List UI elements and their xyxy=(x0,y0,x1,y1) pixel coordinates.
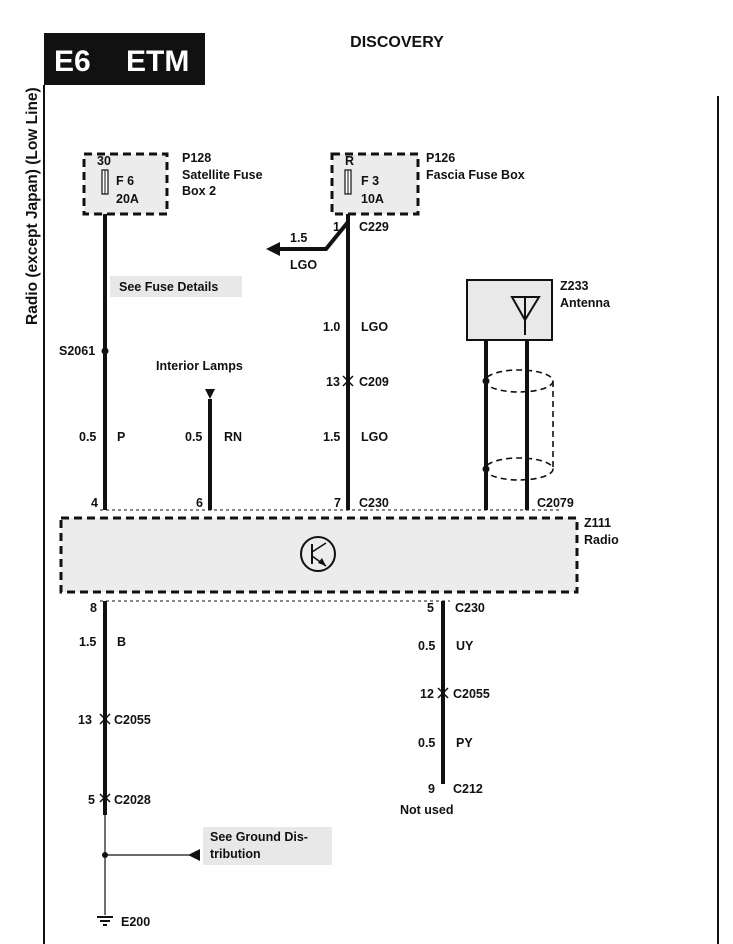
diagram-code: E6 xyxy=(54,45,91,78)
wire-color: RN xyxy=(224,430,242,444)
wire-color: PY xyxy=(456,736,473,750)
arrow-left-icon xyxy=(188,849,200,861)
fuse-box-p128: 30 F 6 20A P128 Satellite Fuse Box 2 xyxy=(82,151,263,216)
splice-dot xyxy=(101,347,109,355)
side-title: Radio (except Japan) (Low Line) xyxy=(24,87,41,325)
fuse-box-name-line1: Satellite Fuse xyxy=(182,168,263,182)
wire-size: 1.0 xyxy=(323,320,340,334)
splice-label: S2061 xyxy=(59,344,95,358)
wire-color: LGO xyxy=(290,258,317,272)
wire-size: 0.5 xyxy=(418,639,435,653)
wire-size: 1.5 xyxy=(79,635,96,649)
fuse-box-name-line2: Box 2 xyxy=(182,184,216,198)
ground-note-line1: See Ground Dis- xyxy=(210,830,308,844)
wire-color: UY xyxy=(456,639,474,653)
wire-size: 1.5 xyxy=(323,430,340,444)
ground-ref: E200 xyxy=(121,915,150,929)
connector-label: C229 xyxy=(359,220,389,234)
fuse-box-name: Fascia Fuse Box xyxy=(426,168,525,182)
arrow-icon xyxy=(205,389,215,399)
wire-size: 0.5 xyxy=(418,736,435,750)
radio-ref: Z111 xyxy=(584,516,611,530)
antenna-component: Z233 Antenna xyxy=(466,279,611,341)
ground-note-box xyxy=(203,827,332,865)
pin-number: 13 xyxy=(78,713,92,727)
ground-note-line2: tribution xyxy=(210,847,261,861)
arrow-left-icon xyxy=(266,242,280,256)
header-block xyxy=(44,33,205,85)
wire-size: 0.5 xyxy=(79,430,96,444)
connector-label: C212 xyxy=(453,782,483,796)
fuse-details-note-box xyxy=(110,276,242,297)
connector-label: C209 xyxy=(359,375,389,389)
coax-shield-icon xyxy=(482,369,554,481)
pin-number: 7 xyxy=(334,496,341,510)
wire-lgo-branch xyxy=(278,220,350,251)
connector-icon xyxy=(437,687,449,699)
pin-number: 5 xyxy=(427,601,434,615)
pin-number: 8 xyxy=(90,601,97,615)
connector-label: C2079 xyxy=(537,496,574,510)
wire-color: P xyxy=(117,430,125,444)
radio-name: Radio xyxy=(584,533,619,547)
fuse-terminal: R xyxy=(345,154,354,168)
not-used-label: Not used xyxy=(400,803,453,817)
fuse-details-note: See Fuse Details xyxy=(119,280,218,294)
transistor-icon xyxy=(300,536,336,572)
pin-number: 5 xyxy=(88,793,95,807)
connector-label: C230 xyxy=(359,496,389,510)
connector-label: C2055 xyxy=(453,687,490,701)
wire-color: LGO xyxy=(361,320,388,334)
ground-icon xyxy=(97,916,113,926)
wire-size: 0.5 xyxy=(185,430,202,444)
connector-label: C230 xyxy=(455,601,485,615)
fuse-rating: 10A xyxy=(361,192,384,206)
system-code: ETM xyxy=(126,45,189,78)
fuse-terminal: 30 xyxy=(97,154,111,168)
connector-icon xyxy=(99,793,111,803)
fuse-rating: 20A xyxy=(116,192,139,206)
connector-icon xyxy=(99,713,111,725)
pin-number: 1 xyxy=(333,220,340,234)
fuse-label: F 3 xyxy=(361,174,379,188)
fuse-box-p126: R F 3 10A P126 Fascia Fuse Box xyxy=(330,151,525,216)
fuse-box-ref: P128 xyxy=(182,151,211,165)
fuse-box-ref: P126 xyxy=(426,151,455,165)
pin-number: 4 xyxy=(91,496,98,510)
connector-icon xyxy=(342,375,354,387)
radio-module: Z111 Radio xyxy=(59,516,619,594)
pin-number: 6 xyxy=(196,496,203,510)
wire-color: B xyxy=(117,635,126,649)
pin-number: 12 xyxy=(420,687,434,701)
antenna-ref: Z233 xyxy=(560,279,589,293)
fuse-label: F 6 xyxy=(116,174,134,188)
pin-number: 13 xyxy=(326,375,340,389)
connector-label: C2028 xyxy=(114,793,151,807)
interior-lamps-label: Interior Lamps xyxy=(156,359,243,373)
pin-number: 9 xyxy=(428,782,435,796)
antenna-name: Antenna xyxy=(560,296,611,310)
wire-color: LGO xyxy=(361,430,388,444)
connector-label: C2055 xyxy=(114,713,151,727)
page-title: DISCOVERY xyxy=(350,34,444,51)
wire-size: 1.5 xyxy=(290,231,307,245)
